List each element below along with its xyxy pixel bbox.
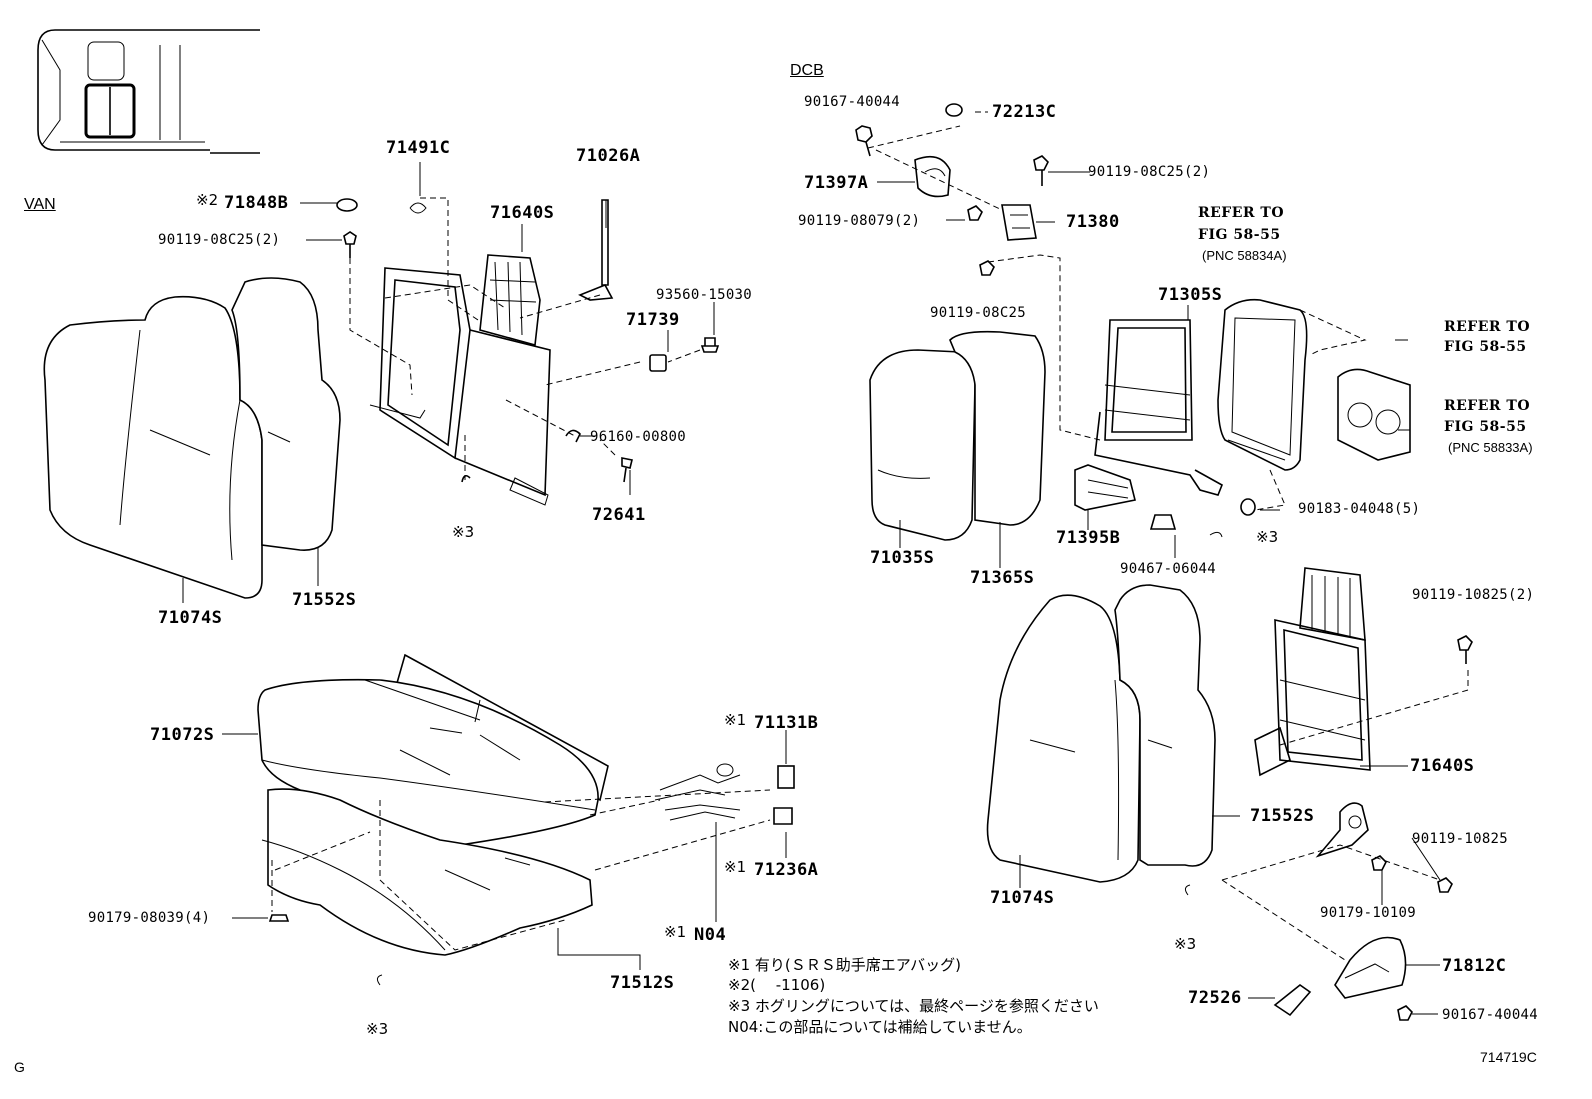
part-number: 71739	[626, 310, 680, 330]
part-number: 71395B	[1056, 528, 1121, 548]
part-number: 71074S	[990, 888, 1055, 908]
note-marker: ※1	[724, 858, 747, 876]
footnote-3: ※3 ホグリングについては、最終ページを参照ください	[728, 997, 1099, 1015]
part-number: 72213C	[992, 102, 1057, 122]
part-number: 71131B	[754, 713, 819, 733]
part-number: 71365S	[970, 568, 1035, 588]
part-number: 71552S	[292, 590, 357, 610]
note-marker: ※3	[366, 1020, 389, 1038]
dcb-frame-71305s	[1074, 319, 1224, 530]
reference-note: FIG 58-55	[1444, 419, 1527, 435]
reference-note: FIG 58-55	[1198, 227, 1281, 243]
reference-note: REFER TO	[1198, 205, 1285, 221]
reference-note: FIG 58-55	[1444, 339, 1527, 355]
footnote-1: ※1 有り(ＳＲＳ助手席エアバッグ)	[728, 956, 961, 974]
note-marker: ※1	[724, 711, 747, 729]
part-number: 71552S	[1250, 806, 1315, 826]
part-number: 90179-10109	[1320, 905, 1417, 921]
vehicle-locator-icon	[37, 29, 260, 154]
dcb-frame-71640s	[1254, 567, 1371, 858]
note-marker: ※3	[1256, 528, 1279, 546]
reference-note: (PNC 58834A)	[1202, 248, 1287, 263]
part-number: 90119-10825	[1412, 831, 1509, 847]
part-number: 90167-40044	[804, 94, 901, 110]
note-marker: ※3	[452, 523, 475, 541]
part-number: 90119-08C25	[930, 305, 1027, 321]
part-number: 71072S	[150, 725, 215, 745]
part-number: 72641	[592, 505, 646, 525]
part-number: 71812C	[1442, 956, 1507, 976]
part-number: 90119-10825(2)	[1412, 587, 1535, 603]
dcb-hardware	[855, 103, 1049, 276]
note-marker: ※2	[196, 191, 219, 209]
part-number: 90467-06044	[1120, 561, 1217, 577]
dcb-leader-lines	[867, 111, 1469, 1015]
note-marker: ※1	[664, 923, 687, 941]
figure-id: 714719C	[1480, 1049, 1537, 1065]
reference-note: (PNC 58833A)	[1448, 440, 1533, 455]
section-label-dcb: DCB	[790, 62, 824, 79]
part-number: 71640S	[1410, 756, 1475, 776]
part-number: 71236A	[754, 860, 819, 880]
seat-leader-lines	[222, 730, 787, 986]
dcb-bottom-hardware	[1273, 635, 1473, 1021]
part-number: 90179-08039(4)	[88, 910, 211, 926]
part-number: 71074S	[158, 608, 223, 628]
part-number: 93560-15030	[656, 287, 753, 303]
part-number: 71026A	[576, 146, 641, 166]
part-number: 90167-40044	[1442, 1007, 1539, 1023]
part-number: 90119-08C25(2)	[158, 232, 281, 248]
dcb-seatbacks	[869, 330, 1046, 541]
section-label-van: VAN	[24, 196, 56, 213]
part-number: 71512S	[610, 973, 675, 993]
reference-note: REFER TO	[1444, 398, 1531, 414]
dcb-back-panel	[1217, 298, 1411, 516]
part-number: 90119-08C25(2)	[1088, 164, 1211, 180]
footnote-4: N04:この部品については補給していません。	[728, 1018, 1032, 1036]
part-number: 71640S	[490, 203, 555, 223]
van-seatback-71074s	[43, 295, 263, 599]
reference-note: REFER TO	[1444, 319, 1531, 335]
part-number: 71397A	[804, 173, 869, 193]
part-number: 71491C	[386, 138, 451, 158]
footnote-2: ※2( -1106)	[728, 976, 826, 994]
van-frame-71640s	[369, 254, 551, 506]
van-leader-lines	[182, 162, 715, 603]
part-number: 71035S	[870, 548, 935, 568]
part-number: 90119-08079(2)	[798, 213, 921, 229]
seat-wiring	[268, 763, 795, 922]
part-number: N04	[694, 925, 727, 945]
part-number: 90183-04048(5)	[1298, 501, 1421, 517]
seat-cushion-71512s	[261, 788, 593, 956]
part-number: 71380	[1066, 212, 1120, 232]
part-number: 71305S	[1158, 285, 1223, 305]
note-marker: ※3	[1174, 935, 1197, 953]
part-number: 72526	[1188, 988, 1242, 1008]
part-number: 96160-00800	[590, 429, 687, 445]
dcb-lower-seatbacks	[986, 584, 1216, 883]
part-number: 71848B	[224, 193, 289, 213]
footer-left: G	[14, 1059, 25, 1075]
van-seatback-71552s	[231, 277, 341, 551]
